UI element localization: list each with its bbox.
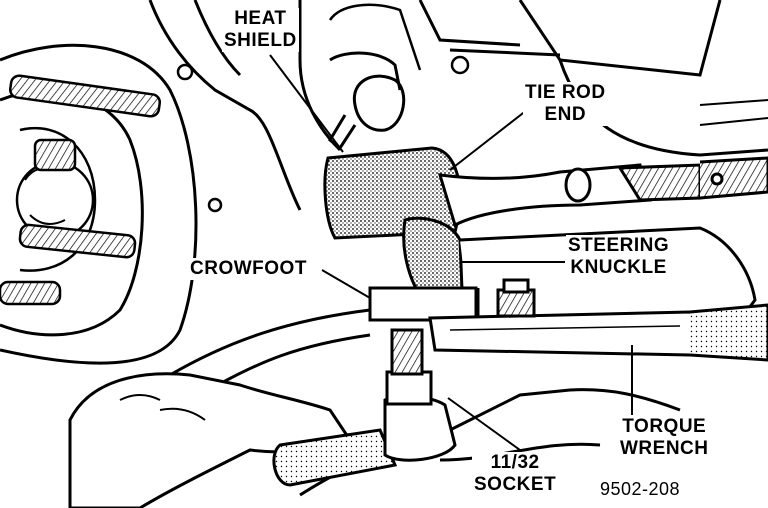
label-heat-shield-line-2: SHIELD (224, 30, 297, 51)
label-heat-shield-line-1: HEAT (234, 8, 287, 29)
label-tie-rod-end: TIE ROD END (523, 82, 608, 126)
ratchet-handle (272, 328, 457, 487)
label-crowfoot-text: CROWFOOT (190, 258, 307, 279)
label-crowfoot: CROWFOOT (188, 258, 309, 280)
label-torque-wrench-line-2: WRENCH (620, 438, 709, 459)
label-steering-knuckle-line-2: KNUCKLE (570, 257, 667, 278)
label-tie-rod-end-line-1: TIE ROD (525, 82, 606, 103)
label-heat-shield: HEAT SHIELD (222, 8, 299, 52)
tie-rod (437, 156, 768, 228)
label-steering-knuckle-line-1: STEERING (568, 235, 670, 256)
label-torque-wrench: TORQUE WRENCH (618, 416, 711, 460)
label-tie-rod-end-line-2: END (544, 104, 587, 125)
torque-wrench (428, 278, 768, 362)
label-steering-knuckle: STEERING KNUCKLE (566, 235, 672, 279)
label-socket-line-1: 11/32 (490, 452, 540, 473)
heat-shield (323, 3, 462, 240)
label-socket: 11/32 SOCKET (472, 452, 559, 496)
wheel-studs (0, 74, 162, 306)
label-torque-wrench-line-1: TORQUE (622, 416, 707, 437)
leader-lines (269, 54, 633, 451)
crowfoot (368, 286, 480, 322)
label-socket-line-2: SOCKET (474, 474, 557, 495)
figure-number: 9502-208 (600, 479, 681, 499)
